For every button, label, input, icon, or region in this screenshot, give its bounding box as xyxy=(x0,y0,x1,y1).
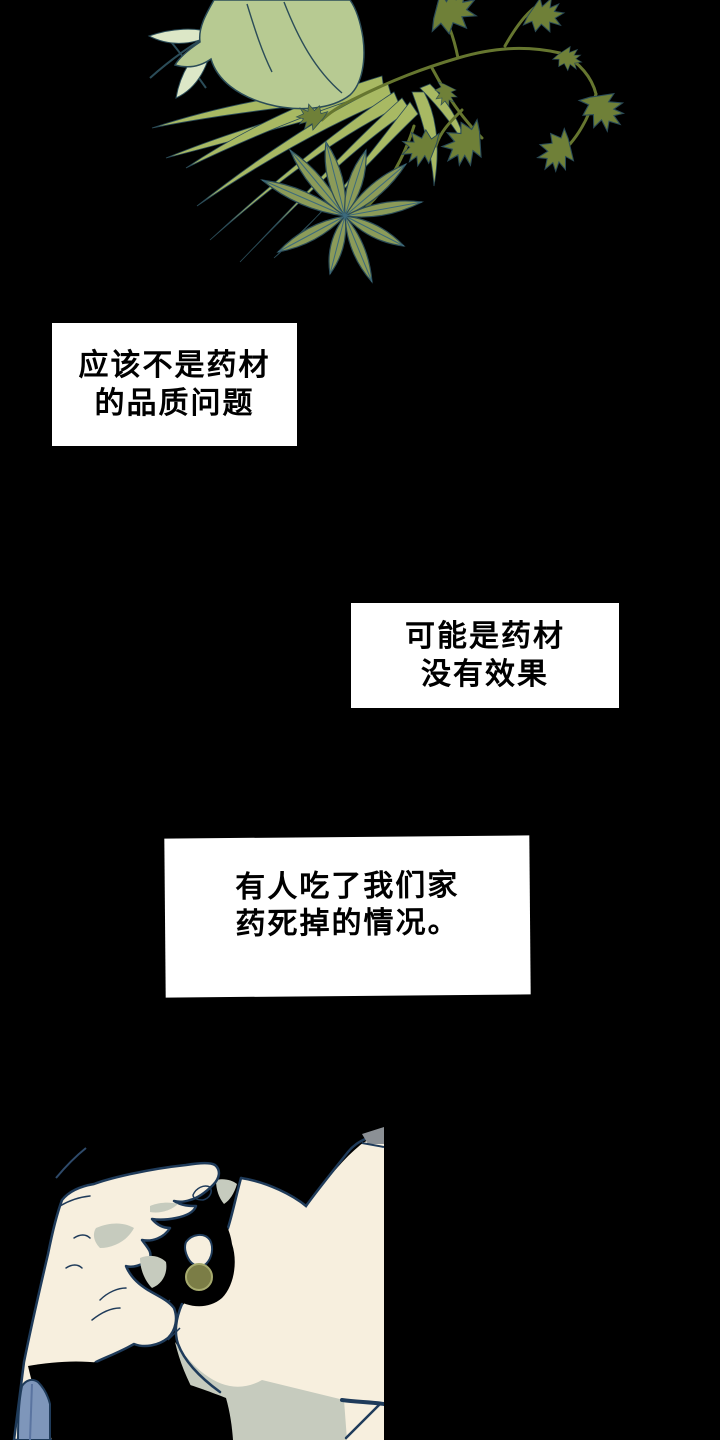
speech-line: 药死掉的情况。 xyxy=(235,906,460,941)
sleeve-shape xyxy=(16,1378,51,1440)
leaf-vein xyxy=(283,1,343,94)
leaf-vein xyxy=(325,141,346,217)
speech-line: 应该不是药材 xyxy=(78,348,271,382)
parsley-leaf xyxy=(550,40,587,76)
speech-box-1: 应该不是药材 的品质问题 xyxy=(52,323,297,446)
nose-tip xyxy=(183,1234,214,1267)
leaf-vein xyxy=(344,149,367,217)
parsley-leaf xyxy=(522,0,567,36)
leaf-vein xyxy=(261,179,346,217)
leaf-vein xyxy=(344,215,405,247)
face-shape xyxy=(175,1136,384,1440)
shoulder-shape xyxy=(348,1402,384,1440)
parsley-leaf xyxy=(423,0,482,38)
pale-leaf xyxy=(147,0,365,110)
speech-line: 有人吃了我们家 xyxy=(235,869,460,904)
speech-box-3: 有人吃了我们家 药死掉的情况。 xyxy=(164,835,531,998)
hair-highlight xyxy=(362,1127,384,1144)
leaf-vein xyxy=(289,149,346,217)
speech-line: 没有效果 xyxy=(421,657,549,691)
sleeve-fold-line xyxy=(29,1383,33,1440)
broad-leaf xyxy=(173,0,365,110)
leaf-vein xyxy=(246,3,273,73)
fingernail xyxy=(192,1185,212,1201)
hair-strand-line xyxy=(55,1147,87,1179)
hairline-outline xyxy=(239,1133,384,1208)
finger-creases xyxy=(59,1195,127,1321)
herb-plant-illustration xyxy=(147,0,633,284)
palmate-leaf xyxy=(260,140,425,284)
speech-line: 可能是药材 xyxy=(405,619,565,653)
herbal-pill xyxy=(185,1263,213,1291)
leaf-vein xyxy=(344,201,423,217)
hand-shading xyxy=(93,1202,178,1288)
parsley-leaf xyxy=(574,80,633,140)
leaf-vein xyxy=(344,163,407,217)
leaf-vein xyxy=(277,215,346,253)
parsley-leaf xyxy=(434,114,496,175)
stem xyxy=(320,98,354,122)
leaf-vein xyxy=(329,215,346,275)
chin-outline xyxy=(174,1302,222,1394)
parsley-sprigs xyxy=(293,0,633,222)
speech-line: 的品质问题 xyxy=(94,386,255,420)
hair-highlight-line xyxy=(361,1142,384,1148)
shoulder-line xyxy=(344,1402,382,1440)
hand-pill-illustration xyxy=(12,1127,384,1440)
speech-box-2: 可能是药材 没有效果 xyxy=(351,603,619,708)
shadow-wedge xyxy=(28,1361,233,1440)
leaf-vein xyxy=(344,215,373,283)
fingertip-shadow-patch xyxy=(216,1179,237,1204)
